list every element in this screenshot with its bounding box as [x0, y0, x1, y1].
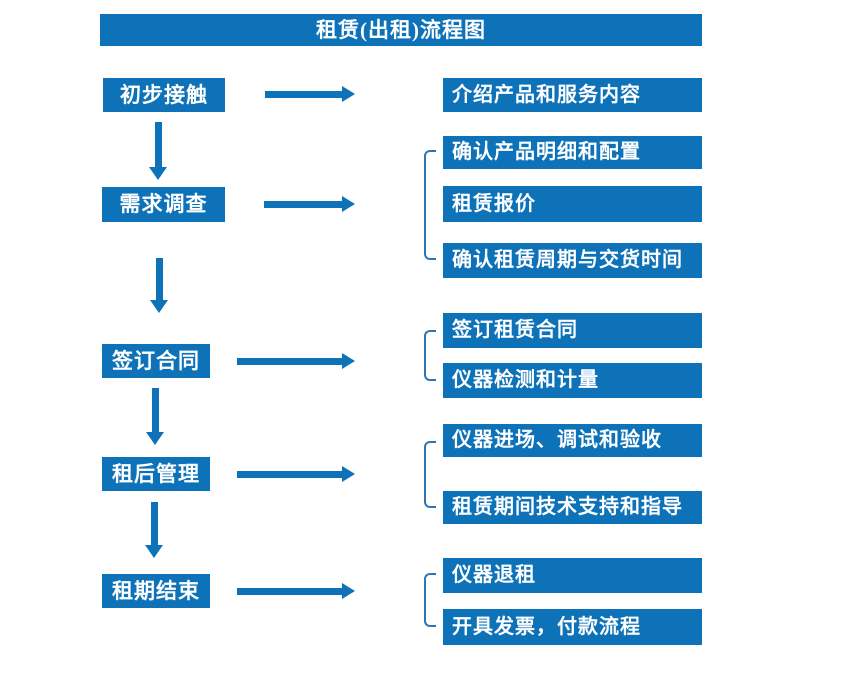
- arrow-stem: [151, 502, 158, 546]
- arrow-stem: [155, 122, 162, 168]
- arrow-stem: [237, 471, 343, 478]
- arrow-down-icon: [146, 388, 164, 445]
- detail-box-rental-quote: 租赁报价: [443, 186, 702, 222]
- step-box-rental-end: 租期结束: [102, 574, 210, 608]
- arrow-right-icon: [237, 583, 355, 599]
- group-bracket-icon: [424, 573, 436, 627]
- group-bracket-icon: [424, 441, 436, 508]
- arrow-head: [342, 86, 355, 102]
- arrow-right-icon: [264, 196, 355, 212]
- arrow-head: [145, 545, 163, 558]
- arrow-head: [342, 583, 355, 599]
- arrow-stem: [237, 358, 343, 365]
- detail-box-introduce-products: 介绍产品和服务内容: [443, 78, 702, 112]
- arrow-stem: [265, 91, 343, 98]
- arrow-head: [342, 353, 355, 369]
- detail-box-confirm-product-details: 确认产品明细和配置: [443, 136, 702, 169]
- detail-box-instrument-setup-acceptance: 仪器进场、调试和验收: [443, 424, 702, 457]
- detail-box-instrument-return: 仪器退租: [443, 558, 702, 593]
- arrow-stem: [237, 588, 343, 595]
- detail-box-invoice-payment: 开具发票，付款流程: [443, 609, 702, 645]
- step-box-post-rental-management: 租后管理: [102, 457, 210, 491]
- page-title: 租赁(出租)流程图: [100, 14, 702, 46]
- arrow-head: [150, 300, 168, 313]
- detail-box-sign-rental-contract: 签订租赁合同: [443, 313, 702, 348]
- arrow-down-icon: [145, 502, 163, 558]
- arrow-head: [146, 432, 164, 445]
- arrow-head: [149, 167, 167, 180]
- arrow-right-icon: [237, 353, 355, 369]
- arrow-right-icon: [265, 86, 355, 102]
- detail-box-confirm-rental-period: 确认租赁周期与交货时间: [443, 243, 702, 278]
- arrow-right-icon: [237, 466, 355, 482]
- step-box-demand-survey: 需求调查: [102, 187, 225, 222]
- arrow-stem: [156, 258, 163, 301]
- arrow-down-icon: [149, 122, 167, 180]
- group-bracket-icon: [424, 150, 436, 260]
- arrow-stem: [264, 201, 343, 208]
- step-box-initial-contact: 初步接触: [103, 78, 225, 112]
- group-bracket-icon: [424, 330, 436, 381]
- arrow-head: [342, 466, 355, 482]
- arrow-head: [342, 196, 355, 212]
- arrow-down-icon: [150, 258, 168, 313]
- arrow-stem: [152, 388, 159, 433]
- detail-box-instrument-testing: 仪器检测和计量: [443, 363, 702, 398]
- detail-box-rental-tech-support: 租赁期间技术支持和指导: [443, 491, 702, 524]
- step-box-contract-signing: 签订合同: [102, 344, 210, 378]
